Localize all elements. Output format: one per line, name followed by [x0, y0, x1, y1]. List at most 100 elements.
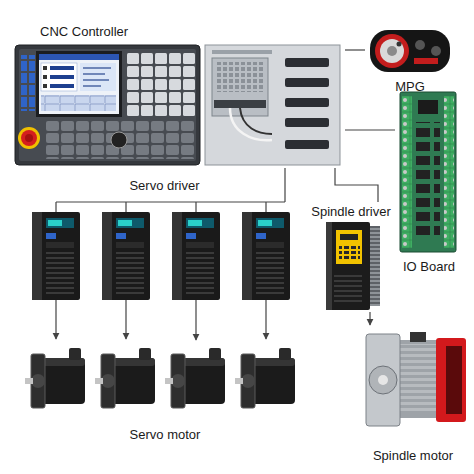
- spindle-driver-keys: [339, 245, 360, 260]
- mpg-wheel: [380, 39, 404, 63]
- screen-bezel: [36, 51, 122, 117]
- power-wire: [240, 108, 272, 134]
- spindle-motor-connector: [410, 332, 426, 342]
- servo-driver: [32, 212, 80, 300]
- component-label: Spindle motor: [373, 448, 453, 463]
- axis-mark: [43, 75, 47, 79]
- component-label-box: Servo motor: [15, 340, 315, 444]
- spindle-driver-body: [326, 222, 370, 310]
- coordinate-digits: [50, 75, 74, 79]
- component-label-box: MPG: [365, 24, 455, 96]
- db-connector: [285, 78, 329, 87]
- servo-motor: [25, 348, 85, 408]
- screen: [39, 54, 119, 114]
- control-wire: [56, 176, 285, 212]
- component-label-box: Spindle motor: [355, 325, 471, 465]
- info-line: [83, 73, 105, 75]
- mpg-body: [370, 30, 450, 72]
- cable-connector: [335, 168, 378, 202]
- spindle-motor-flange: [366, 334, 400, 426]
- component-label-box: Servo driver: [22, 176, 307, 306]
- servo-motor: [235, 348, 295, 408]
- spindle-driver-heatsink: [370, 226, 380, 306]
- keypad: [125, 52, 195, 117]
- coordinate-panel: [41, 63, 77, 91]
- screen-softkeys: [41, 95, 116, 111]
- axis-mark: [43, 84, 47, 88]
- component-label: IO Board: [403, 259, 455, 274]
- spindle-driver-terminals: [334, 272, 362, 302]
- servo-driver: [102, 212, 150, 300]
- coordinate-digits: [50, 66, 74, 70]
- spindle-driver-display: [340, 234, 358, 240]
- power-terminals: [214, 100, 266, 108]
- component-label: Spindle driver: [311, 204, 391, 219]
- back-strip: [212, 50, 272, 54]
- override-knob: [111, 132, 127, 148]
- motor-cable: [265, 300, 266, 339]
- component-label-box: IO Board: [395, 88, 463, 276]
- estop-center: [25, 134, 33, 142]
- db-connector: [285, 118, 329, 127]
- motor-cable: [125, 300, 126, 339]
- mpg-wheel-ring: [375, 34, 409, 68]
- mpg-switch: [431, 46, 441, 56]
- io-chip: [418, 100, 438, 114]
- mpg-switch: [415, 40, 425, 50]
- estop-ring: [18, 127, 40, 149]
- component-label-box: CNC Controller: [15, 22, 345, 168]
- spindle-motor-fan-housing: [436, 338, 466, 422]
- component-label: CNC Controller: [40, 24, 128, 39]
- axis-keys: [21, 55, 35, 111]
- spindle-driver-keypad: [336, 230, 362, 264]
- component-label: Servo motor: [130, 427, 201, 442]
- db-connector: [285, 140, 329, 149]
- controller-bezel: [19, 49, 196, 161]
- axis-mark: [43, 66, 47, 70]
- component-label: Servo driver: [129, 178, 199, 193]
- servo-driver: [242, 212, 290, 300]
- cable-connector: [195, 306, 196, 340]
- info-line: [83, 85, 101, 87]
- terminal-strip: [444, 96, 454, 248]
- servo-motor: [165, 348, 225, 408]
- servo-motor: [95, 348, 155, 408]
- cable-connector: [345, 49, 365, 50]
- relay-row: [416, 122, 440, 240]
- mpg-handle: [397, 42, 402, 47]
- screen-header: [39, 54, 119, 60]
- power-supply: [212, 58, 268, 116]
- spindle-motor-face: [369, 366, 397, 394]
- terminal-strip: [402, 96, 412, 248]
- db-connector: [285, 98, 329, 107]
- estop-button: [21, 130, 37, 146]
- db-connector: [285, 58, 329, 67]
- operation-keys: [44, 121, 194, 159]
- motor-cable: [195, 300, 196, 306]
- info-line: [83, 67, 111, 69]
- mpg-hub: [387, 46, 397, 56]
- power-wire: [230, 108, 272, 140]
- mpg-stripe: [414, 58, 438, 64]
- cable-connector: [345, 129, 395, 130]
- power-supply-vents: [216, 62, 264, 92]
- info-panel: [80, 63, 116, 91]
- controller-front: [15, 45, 200, 165]
- component-label: MPG: [395, 79, 425, 94]
- component-label-box: Spindle driver: [306, 202, 396, 312]
- spindle-motor-fan-grille: [446, 346, 462, 414]
- spindle-driver-side: [326, 222, 332, 310]
- spindle-motor-shaft: [378, 375, 388, 385]
- controller-back: [205, 45, 340, 165]
- motor-cable: [55, 300, 56, 339]
- coordinate-digits: [50, 84, 74, 88]
- io-board-pcb: [400, 92, 456, 252]
- cable-connector: [284, 168, 285, 176]
- servo-driver: [172, 212, 220, 300]
- cable-connector: [369, 312, 370, 325]
- info-line: [83, 79, 109, 81]
